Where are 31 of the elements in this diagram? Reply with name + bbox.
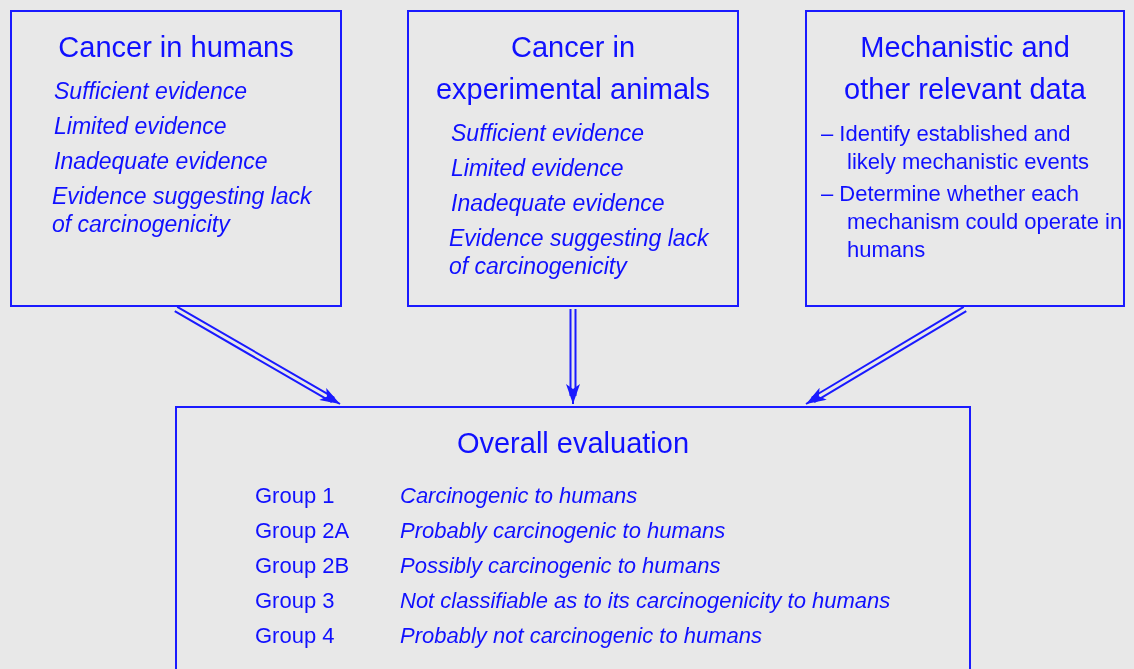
group-name: Group 2A bbox=[255, 517, 351, 545]
evidence-level: Inadequate evidence bbox=[54, 147, 269, 176]
evidence-level: Evidence suggesting lack of carcinogenicity bbox=[52, 182, 313, 238]
group-name: Group 2B bbox=[255, 552, 351, 580]
double-arrow bbox=[566, 308, 580, 405]
box-heading: Cancer in humans bbox=[57, 30, 295, 65]
evidence-level: Sufficient evidence bbox=[451, 119, 646, 148]
evidence-level: Sufficient evidence bbox=[54, 77, 249, 106]
box-heading: Cancer in experimental animals bbox=[435, 30, 711, 107]
group-description: Not classifiable as to its carcinogenicity to humans bbox=[400, 587, 891, 615]
box-heading: Mechanistic and other relevant data bbox=[843, 30, 1087, 107]
evidence-level: Inadequate evidence bbox=[451, 189, 666, 218]
box-heading: Overall evaluation bbox=[455, 426, 691, 461]
group-name: Group 4 bbox=[255, 622, 336, 650]
group-description: Probably not carcinogenic to humans bbox=[400, 622, 763, 650]
process-box bbox=[10, 10, 342, 307]
bullet-item: – Determine whether each mechanism could operate in humans bbox=[820, 180, 1123, 264]
evidence-level: Evidence suggesting lack of carcinogenicity bbox=[449, 224, 710, 280]
group-description: Carcinogenic to humans bbox=[400, 482, 639, 510]
process-box bbox=[407, 10, 739, 307]
double-arrow bbox=[805, 305, 968, 405]
process-box bbox=[805, 10, 1125, 307]
evidence-level: Limited evidence bbox=[451, 154, 625, 183]
bullet-item: – Identify established and likely mechanistic events bbox=[820, 120, 1091, 176]
process-box bbox=[175, 406, 971, 669]
group-description: Possibly carcinogenic to humans bbox=[400, 552, 722, 580]
evidence-level: Limited evidence bbox=[54, 112, 228, 141]
group-name: Group 1 bbox=[255, 482, 336, 510]
double-arrow bbox=[173, 305, 341, 405]
group-description: Probably carcinogenic to humans bbox=[400, 517, 727, 545]
group-name: Group 3 bbox=[255, 587, 336, 615]
